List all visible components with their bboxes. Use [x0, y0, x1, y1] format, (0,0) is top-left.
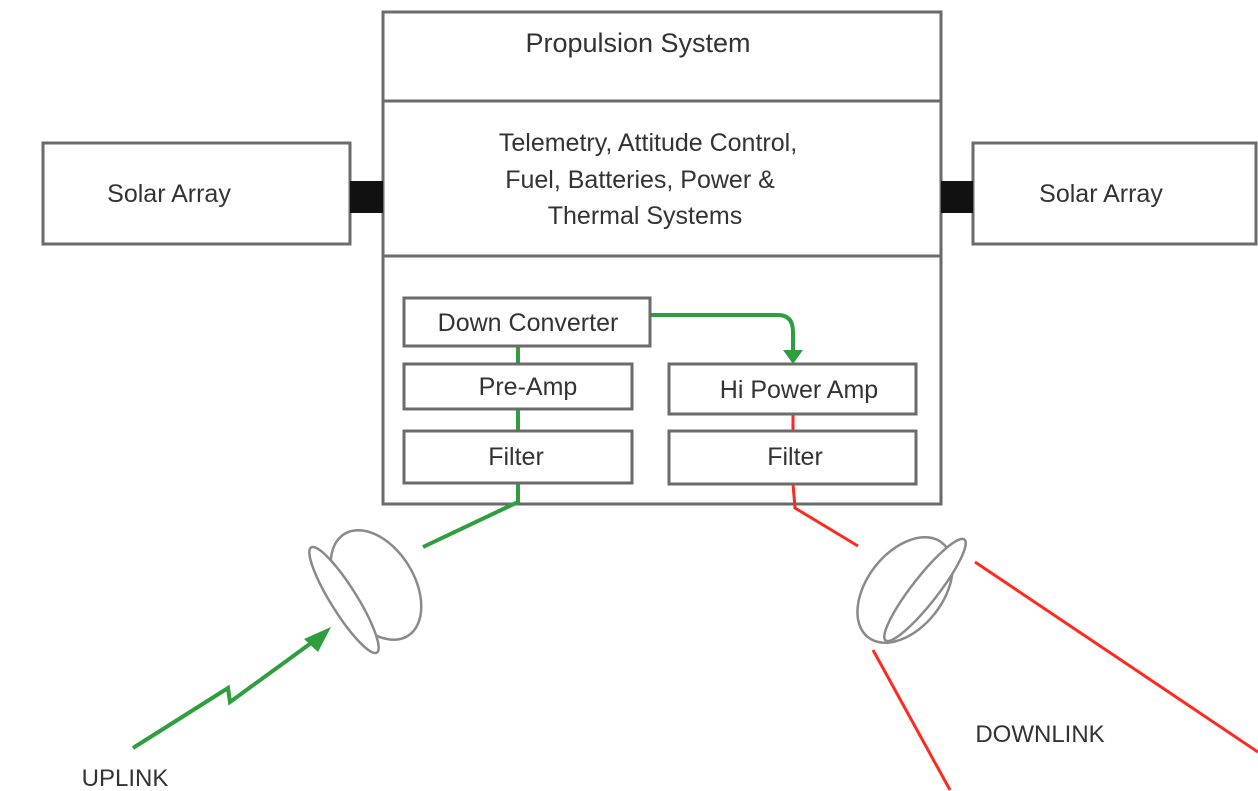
downlink-beam-right [974, 560, 1258, 754]
filter-left-label: Filter [488, 443, 544, 471]
uplink-label: UPLINK [82, 765, 169, 791]
filter-right-box [667, 429, 918, 486]
uplink-beam-arrowhead [304, 627, 331, 652]
pre-amp-label: Pre-Amp [479, 373, 578, 401]
core-systems-label-line3: Thermal Systems [548, 202, 742, 230]
green-link-filter-dish [422, 483, 520, 549]
down-converter-box [402, 296, 652, 348]
propulsion-system-label: Propulsion System [525, 28, 750, 58]
hi-power-amp-label: Hi Power Amp [720, 376, 878, 404]
uplink-dish-icon [308, 529, 423, 655]
green-link-downconv-hpa [650, 313, 795, 352]
downlink-label: DOWNLINK [975, 721, 1104, 748]
core-systems-label-line1: Telemetry, Attitude Control, [499, 129, 797, 157]
down-converter-label: Down Converter [438, 309, 619, 337]
core-systems-label-line2: Fuel, Batteries, Power & [505, 166, 775, 194]
downlink-beam-left [871, 649, 952, 791]
hi-power-amp-box [667, 362, 918, 416]
red-link-filter-dish [791, 483, 859, 548]
green-arrowhead-hpa [783, 350, 803, 364]
uplink-beam [131, 636, 320, 750]
filter-left-box [402, 429, 634, 485]
pre-amp-box [402, 362, 634, 411]
solar-array-left-connector [350, 181, 383, 213]
spacecraft-body [381, 10, 943, 506]
solar-array-right-label: Solar Array [1039, 180, 1163, 208]
solar-array-left [41, 141, 352, 246]
solar-array-right-connector [941, 181, 973, 213]
filter-right-label: Filter [767, 443, 823, 471]
solar-array-left-label: Solar Array [107, 180, 231, 208]
downlink-dish-icon [856, 535, 967, 645]
